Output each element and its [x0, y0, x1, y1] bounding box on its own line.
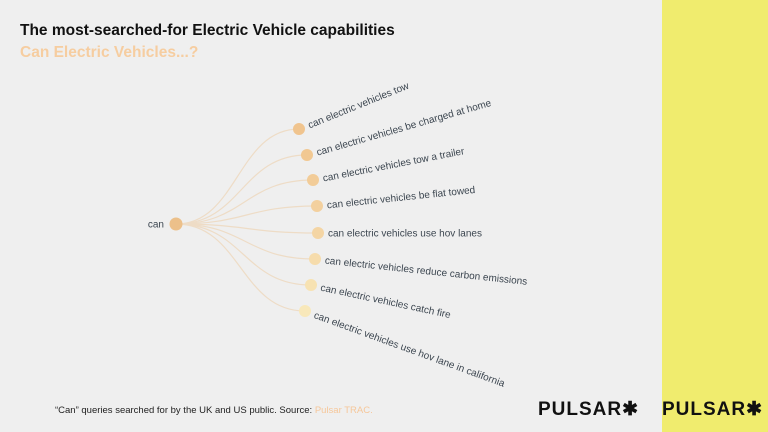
- tree-link: [175, 154, 308, 225]
- leaf-node[interactable]: [293, 123, 305, 135]
- leaf-node[interactable]: [307, 174, 319, 186]
- leaf-label: can electric vehicles be flat towed: [326, 185, 475, 212]
- tree-link: [175, 128, 300, 225]
- leaf-node[interactable]: [301, 149, 313, 161]
- page-title: The most-searched-for Electric Vehicle c…: [20, 22, 395, 39]
- tree-link: [175, 223, 319, 234]
- leaf-label: can electric vehicles catch fire: [319, 283, 452, 321]
- yellow-side-panel: [662, 0, 768, 432]
- tree-link: [175, 205, 318, 225]
- tree-link: [175, 223, 312, 286]
- leaf-label: can electric vehicles reduce carbon emis…: [324, 256, 527, 288]
- root-label: can: [148, 220, 164, 231]
- footer-text: “Can” queries searched for by the UK and…: [55, 405, 315, 416]
- leaf-label: can electric vehicles use hov lane in ca…: [312, 310, 506, 390]
- page-subtitle: Can Electric Vehicles...?: [20, 44, 199, 61]
- leaf-node[interactable]: [299, 305, 311, 317]
- tree-link: [175, 179, 314, 225]
- source-link[interactable]: Pulsar TRAC.: [314, 405, 373, 416]
- tree-link: [175, 223, 306, 312]
- leaf-node[interactable]: [311, 200, 323, 212]
- leaf-label: can electric vehicles use hov lanes: [328, 229, 482, 240]
- leaf-node[interactable]: [305, 279, 317, 291]
- leaf-node[interactable]: [309, 253, 321, 265]
- footer-note: “Can” queries searched for by the UK and…: [55, 405, 373, 416]
- tree-link: [175, 223, 316, 260]
- leaf-node[interactable]: [312, 227, 324, 239]
- leaf-label: can electric vehicles tow: [307, 80, 412, 131]
- pulsar-logo-panel: PULSAR✱: [662, 399, 764, 420]
- pulsar-logo: PULSAR✱: [538, 399, 640, 420]
- leaf-label: can electric vehicles tow a trailer: [322, 146, 466, 184]
- root-node[interactable]: [169, 217, 183, 231]
